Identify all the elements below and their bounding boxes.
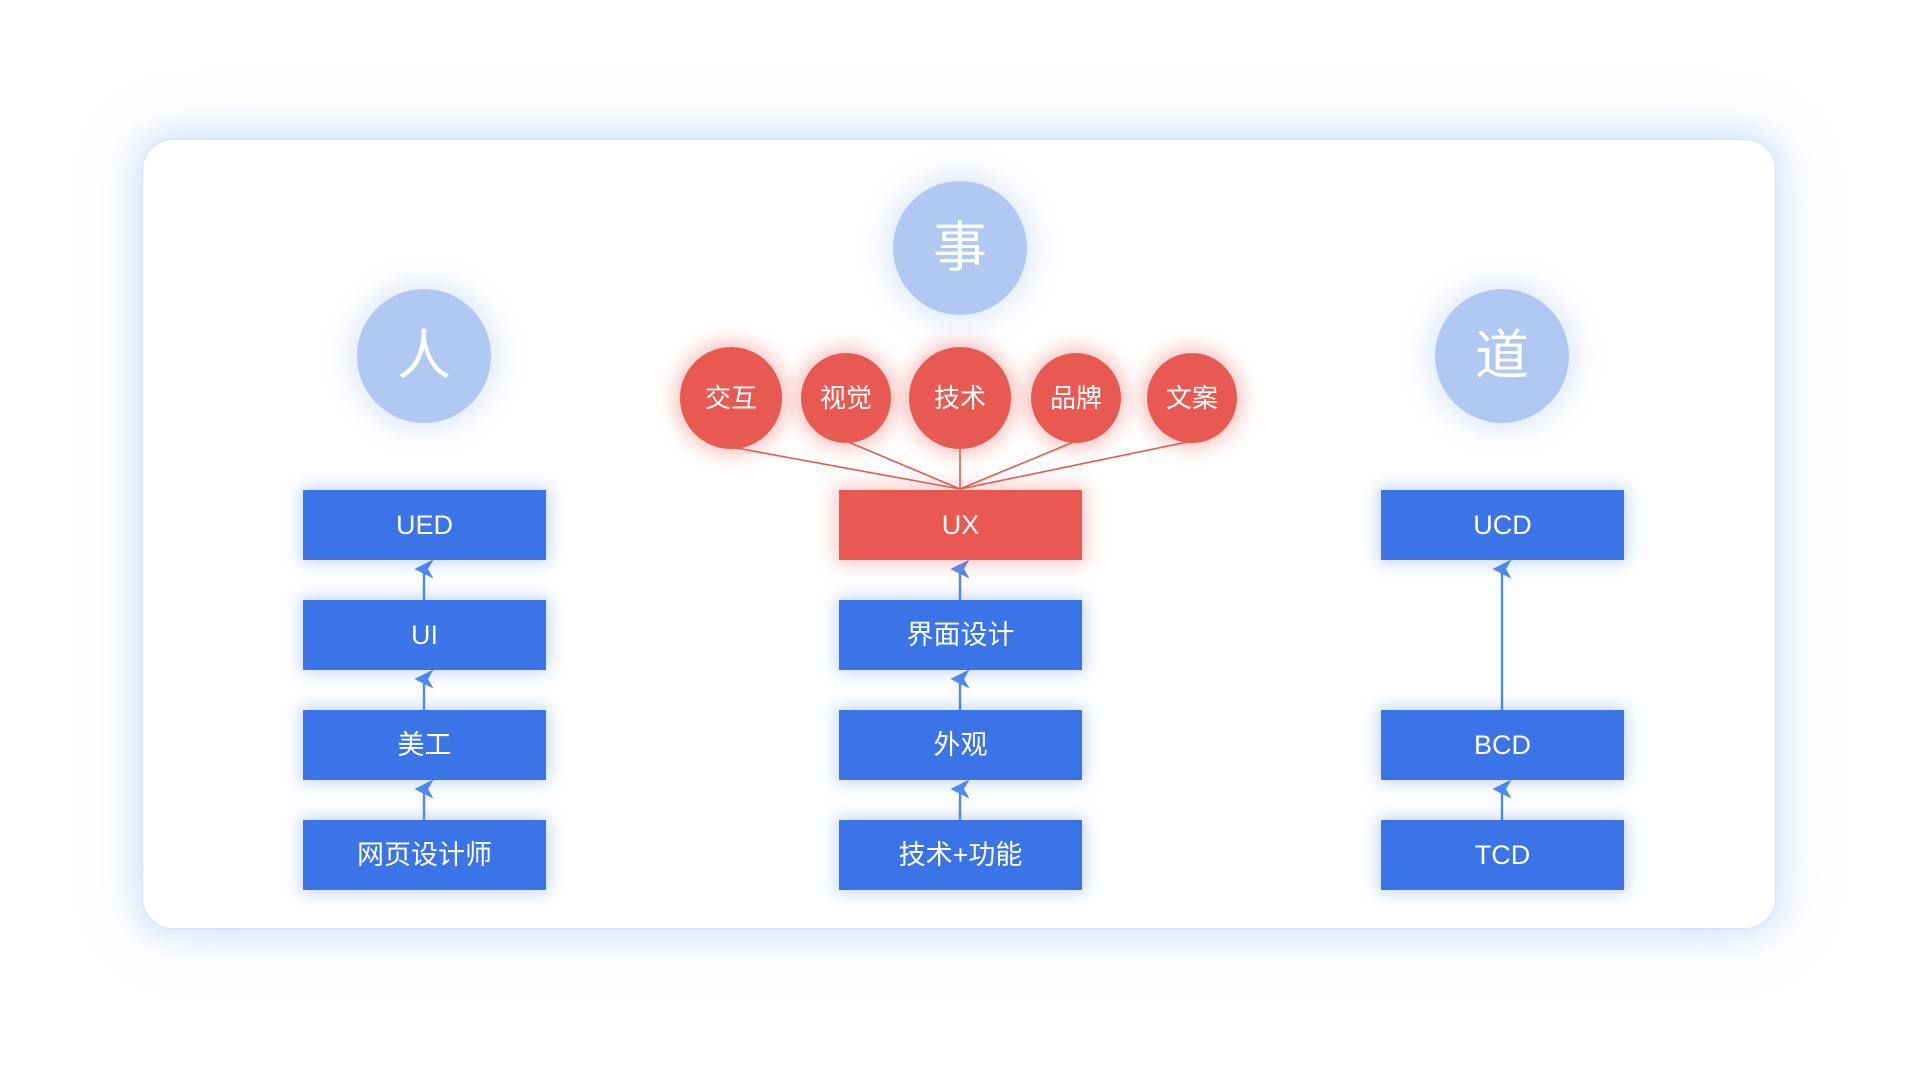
node-box-label: UED xyxy=(395,509,453,540)
facet-circle-label: 交互 xyxy=(704,383,757,413)
concept-circle-label: 人 xyxy=(397,326,451,386)
facet-circle-visual[interactable]: 视觉 xyxy=(801,353,891,443)
node-box-label: 技术+功能 xyxy=(898,839,1023,870)
concept-circle-dao: 道 xyxy=(1435,289,1569,423)
node-box-bcd[interactable]: BCD xyxy=(1381,710,1624,780)
node-box-uidesign[interactable]: 界面设计 xyxy=(839,600,1082,670)
node-box-label: TCD xyxy=(1474,839,1531,870)
node-box-ux[interactable]: UX xyxy=(839,490,1082,560)
node-box-label: UX xyxy=(941,509,980,540)
node-box-label: 网页设计师 xyxy=(357,839,492,870)
facet-circle-interaction[interactable]: 交互 xyxy=(680,347,782,449)
node-box-label: 界面设计 xyxy=(906,619,1015,650)
node-box-techfunc[interactable]: 技术+功能 xyxy=(839,820,1082,890)
facet-circle-label: 技术 xyxy=(933,383,986,413)
node-box-appearance[interactable]: 外观 xyxy=(839,710,1082,780)
facet-circle-technology[interactable]: 技术 xyxy=(909,347,1011,449)
node-box-meigong[interactable]: 美工 xyxy=(303,710,546,780)
facet-circle-brand[interactable]: 品牌 xyxy=(1031,353,1121,443)
node-box-tcd[interactable]: TCD xyxy=(1381,820,1624,890)
node-box-label: BCD xyxy=(1473,729,1531,760)
concept-circle-label: 事 xyxy=(933,218,987,278)
node-box-label: 外观 xyxy=(933,729,988,760)
node-box-ued[interactable]: UED xyxy=(303,490,546,560)
facet-circle-label: 视觉 xyxy=(819,383,872,413)
facet-circle-copywriting[interactable]: 文案 xyxy=(1147,353,1237,443)
node-box-label: 美工 xyxy=(397,729,452,760)
facet-circle-label: 文案 xyxy=(1165,383,1218,413)
concept-circle-ren: 人 xyxy=(357,289,491,423)
facet-circle-label: 品牌 xyxy=(1049,383,1102,413)
node-box-label: UI xyxy=(411,619,438,650)
concept-circle-label: 道 xyxy=(1475,326,1529,386)
node-box-label: UCD xyxy=(1473,509,1532,540)
concept-circle-shi: 事 xyxy=(893,181,1027,315)
node-box-ui[interactable]: UI xyxy=(303,600,546,670)
node-box-webdesign[interactable]: 网页设计师 xyxy=(303,820,546,890)
node-box-ucd[interactable]: UCD xyxy=(1381,490,1624,560)
